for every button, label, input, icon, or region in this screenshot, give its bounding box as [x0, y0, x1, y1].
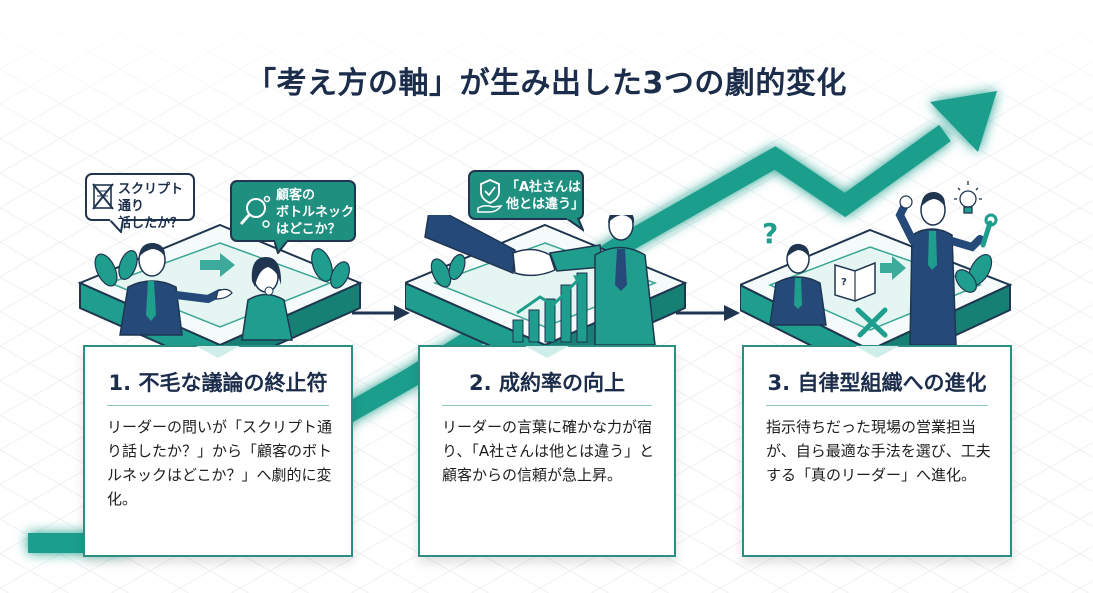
leaf-icon: [955, 254, 993, 293]
speech-bubble-new-question: 顧客の ボトルネック はどこか？: [230, 180, 356, 254]
page-title: 「考え方の軸」が生み出した3つの劇的変化: [246, 66, 847, 101]
bubble-text-line: 他とは違う」: [506, 197, 585, 212]
bubble-text-line: 「A社さんは: [506, 180, 582, 195]
step-card-3: 3. 自律型組織への進化 指示待ちだった現場の営業担当が、自ら最適な手法を選び、…: [742, 345, 1012, 557]
divider: [107, 405, 329, 406]
step-description: 指示待ちだった現場の営業担当が、自ら最適な手法を選び、工夫する「真のリーダー」へ…: [766, 418, 991, 484]
step-card-1: 1. 不毛な議論の終止符 リーダーの問いが「スクリプト通り話したか？」から「顧客…: [83, 345, 353, 557]
bubble-text-line: はどこか？: [276, 222, 341, 237]
speech-bubble-customer-quote: 「A社さんは 他とは違う」: [468, 170, 585, 232]
bubble-text-line: スクリプト通り: [118, 182, 184, 214]
scene-2-illustration: [405, 215, 688, 365]
step-description: リーダーの問いが「スクリプト通り話したか？」から「顧客のボトルネックはどこか？」…: [107, 418, 333, 508]
step-title: 3. 自律型組織への進化: [767, 371, 987, 395]
step-title: 1. 不毛な議論の終止符: [108, 371, 328, 395]
arrow-right-icon: [352, 305, 410, 321]
arrow-right-icon: [676, 305, 740, 321]
wrench-icon: [980, 213, 998, 248]
svg-text:?: ?: [841, 277, 847, 288]
scene-3-illustration: ? ?: [740, 181, 1013, 370]
card-notch: [855, 346, 899, 358]
salesman-figure: [594, 215, 656, 346]
card-notch: [525, 346, 569, 358]
shield-hand-icon: [477, 179, 503, 213]
speech-bubble-old-question: スクリプト通り 話したか？: [85, 173, 195, 233]
lightbulb-icon: [954, 181, 982, 214]
card-notch: [196, 346, 240, 358]
magnifier-gear-icon: [239, 195, 271, 228]
bubble-text-line: ボトルネック: [276, 205, 355, 220]
step-description: リーダーの言葉に確かな力が宿り、「A社さんは他とは違う」と顧客からの信頼が急上昇…: [442, 418, 655, 484]
divider: [766, 405, 988, 406]
step-card-2: 2. 成約率の向上 リーダーの言葉に確かな力が宿り、「A社さんは他とは違う」と顧…: [418, 345, 676, 557]
bubble-text-line: 顧客の: [276, 188, 316, 203]
bubble-text-line: 話したか？: [118, 216, 184, 231]
divider: [442, 405, 652, 406]
step-title: 2. 成約率の向上: [469, 371, 625, 395]
crossed-script-icon: [92, 183, 114, 210]
question-mark-icon: ?: [762, 217, 778, 250]
